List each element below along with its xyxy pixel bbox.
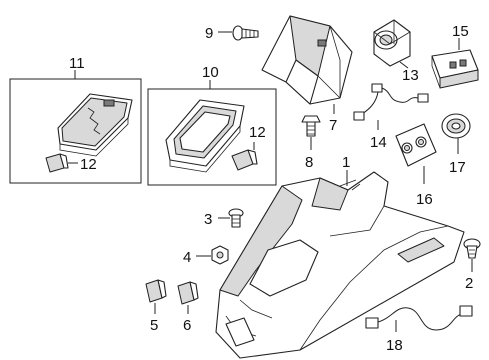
callout-15: 15	[452, 23, 469, 40]
bolt-8	[301, 115, 321, 137]
callout-12a: 12	[80, 156, 97, 173]
callout-12b: 12	[249, 124, 266, 141]
callout-1: 1	[342, 154, 350, 171]
harness-14	[353, 83, 429, 121]
shift-bezel-11	[57, 93, 133, 157]
clip-2	[463, 238, 481, 259]
callout-3: 3	[204, 211, 212, 228]
screw-3	[228, 208, 244, 228]
callout-6: 6	[183, 317, 191, 334]
clip-12a	[45, 153, 69, 173]
callout-17: 17	[449, 159, 466, 176]
bracket-7	[261, 15, 353, 105]
screw-9	[232, 25, 259, 41]
callout-11: 11	[69, 55, 85, 72]
callout-4: 4	[183, 249, 191, 266]
knob-17	[441, 113, 471, 139]
power-outlet-13	[373, 19, 411, 67]
bezel-10	[165, 99, 245, 173]
callout-7: 7	[329, 117, 337, 134]
callout-5: 5	[150, 317, 158, 334]
clip-6	[177, 281, 199, 305]
callout-13: 13	[402, 67, 419, 84]
clip-5	[145, 279, 167, 303]
clip-12b	[231, 149, 258, 171]
callout-10: 10	[202, 64, 219, 81]
switch-panel-16	[395, 123, 437, 167]
nut-4	[211, 245, 229, 265]
callout-8: 8	[305, 154, 313, 171]
console-1	[215, 171, 465, 359]
switch-15	[431, 49, 479, 89]
harness-18	[365, 305, 473, 331]
callout-9: 9	[205, 25, 213, 42]
callout-18: 18	[386, 337, 403, 354]
callout-2: 2	[465, 275, 473, 292]
callout-14: 14	[370, 134, 387, 151]
group-box-10	[147, 88, 277, 186]
callout-16: 16	[416, 191, 433, 208]
